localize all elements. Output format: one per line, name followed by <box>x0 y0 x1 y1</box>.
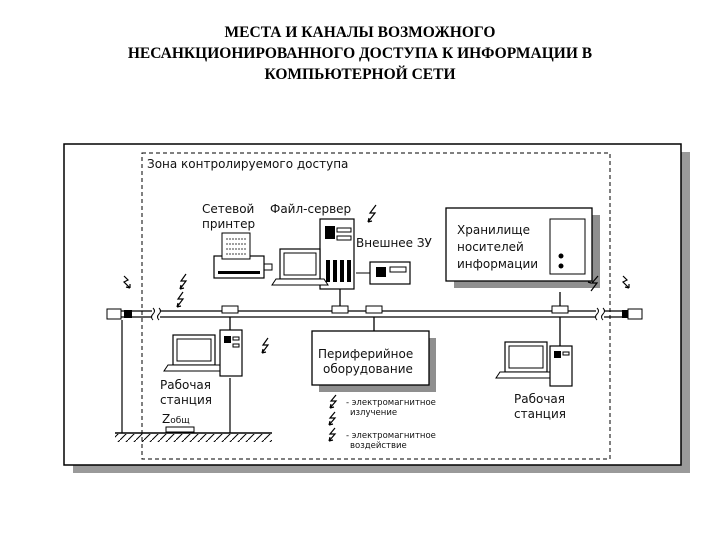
legend-emission-line-1: - электромагнитное <box>346 398 436 408</box>
peripheral-label-line-1: Периферийное <box>318 347 414 361</box>
slide-title: МЕСТА И КАНАЛЫ ВОЗМОЖНОГО НЕСАНКЦИОНИРОВ… <box>0 22 720 85</box>
workstation-right-label: Рабочая станция <box>514 392 566 422</box>
server-monitor-icon <box>271 248 329 286</box>
file-server-icon <box>319 218 355 290</box>
legend-emission: - электромагнитное излучение <box>346 398 436 418</box>
storage-room <box>445 207 600 288</box>
interference-lightning-icons <box>328 275 599 442</box>
ground-symbol <box>115 320 272 442</box>
diagram-frame <box>63 143 682 466</box>
controlled-zone-label: Зона контролируемого доступа <box>147 157 349 171</box>
storage-label-line-3: информации <box>457 257 539 271</box>
printer-label: Сетевой принтер <box>202 202 255 232</box>
title-line-1: МЕСТА И КАНАЛЫ ВОЗМОЖНОГО <box>224 24 496 41</box>
workstation-left-line-2: станция <box>160 393 212 407</box>
ground-impedance-label: Zобщ <box>162 412 190 429</box>
storage-room-label: Хранилище носителей информации <box>457 222 538 273</box>
ground-z: Z <box>162 412 171 426</box>
workstation-left-icon <box>163 329 243 377</box>
printer-label-line-2: принтер <box>202 217 256 231</box>
peripheral-label: Периферийное оборудование <box>318 347 413 377</box>
legend-interference: - электромагнитное воздействие <box>346 431 436 451</box>
emission-lightning-icons <box>122 204 630 426</box>
workstation-right-icon <box>495 341 573 387</box>
workstation-right-line-2: станция <box>514 407 566 421</box>
workstation-left-label: Рабочая станция <box>160 378 212 408</box>
workstation-right-line-1: Рабочая <box>514 392 565 406</box>
ground-sub: общ <box>170 416 190 426</box>
legend-interference-line-1: - электромагнитное <box>346 431 436 441</box>
external-storage-label: Внешнее ЗУ <box>356 236 432 250</box>
storage-label-line-1: Хранилище <box>457 223 530 237</box>
title-line-2: НЕСАНКЦИОНИРОВАННОГО ДОСТУПА К ИНФОРМАЦИ… <box>127 45 593 62</box>
file-server-label: Файл-сервер <box>270 202 352 216</box>
workstation-left-line-1: Рабочая <box>160 378 211 392</box>
legend-emission-line-2: излучение <box>350 408 398 418</box>
title-line-3: КОМПЬЮТЕРНОЙ СЕТИ <box>264 66 456 83</box>
peripheral-label-line-2: оборудование <box>323 362 413 376</box>
printer-label-line-1: Сетевой <box>202 202 255 216</box>
external-storage-icon <box>356 261 411 285</box>
lock-icon <box>558 253 564 259</box>
legend-interference-line-2: воздействие <box>350 441 407 451</box>
peripheral-equipment-box <box>311 330 436 392</box>
controlled-zone-boundary <box>141 152 611 460</box>
storage-label-line-2: носителей <box>457 240 524 254</box>
network-bus <box>106 289 643 347</box>
printer-icon <box>213 232 273 279</box>
